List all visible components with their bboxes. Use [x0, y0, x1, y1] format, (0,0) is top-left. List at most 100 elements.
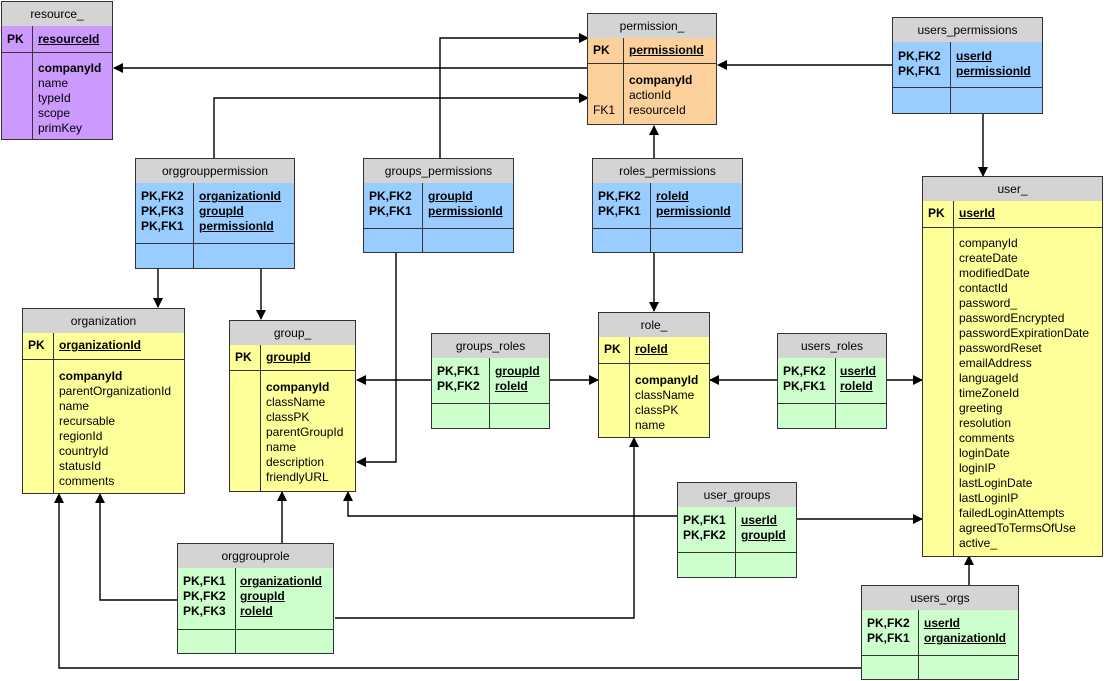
entity-title: user_groups — [678, 483, 796, 508]
entity-title: orggrouprole — [178, 544, 333, 569]
entity-body: PK,FK2 userId PK,FK1 roleId — [778, 358, 886, 428]
entity-body: PK resourceId companyId name typeId scop… — [2, 26, 112, 139]
connector-groups-permissions-permission — [439, 33, 589, 160]
field: active_ — [959, 536, 998, 550]
field: loginDate — [959, 446, 1010, 460]
entity-role: role_ PK roleId companyId className clas… — [598, 312, 710, 438]
entity-organization: organization PK organizationId companyId… — [22, 308, 185, 494]
field: contactId — [959, 281, 1008, 295]
key-label: PK,FK1 — [369, 204, 412, 218]
pk-label: PK — [928, 206, 945, 220]
field: comments — [959, 431, 1015, 445]
field: companyId — [59, 369, 123, 383]
field: agreedToTermsOfUse — [959, 521, 1076, 535]
key-label: PK,FK1 — [598, 204, 641, 218]
entity-title: user_ — [923, 177, 1102, 202]
field: timeZoneId — [959, 386, 1020, 400]
field: classPK — [635, 403, 679, 417]
connector-user-groups-group — [343, 491, 678, 517]
field: loginIP — [959, 461, 996, 475]
key-label: PK,FK2 — [141, 189, 184, 203]
pk-field: userId — [959, 206, 996, 220]
key-field: userId — [924, 616, 961, 630]
entity-title: users_roles — [778, 334, 886, 359]
key-label: PK,FK1 — [437, 364, 480, 378]
field: lastLoginDate — [959, 476, 1033, 490]
key-label: PK,FK1 — [783, 379, 826, 393]
field: passwordEncrypted — [959, 311, 1065, 325]
key-label: PK,FK2 — [898, 49, 941, 63]
key-label: PK,FK1 — [683, 513, 726, 527]
entity-body: PK groupId companyId className classPK p… — [230, 345, 355, 491]
field: companyId — [635, 373, 699, 387]
key-field: permissionId — [956, 64, 1031, 78]
field: primKey — [38, 121, 83, 135]
entity-body: PK organizationId companyId parentOrgani… — [23, 333, 184, 493]
field: createDate — [959, 251, 1018, 265]
key-label: PK,FK3 — [141, 204, 184, 218]
entity-title: role_ — [599, 313, 709, 338]
field: passwordReset — [959, 341, 1042, 355]
connector-users-orgs-organization — [54, 493, 862, 669]
key-label: PK,FK2 — [598, 189, 641, 203]
entity-title: permission_ — [588, 14, 716, 39]
field: parentGroupId — [266, 425, 344, 439]
entity-group: group_ PK groupId companyId className cl… — [229, 320, 356, 492]
key-field: userId — [840, 364, 877, 378]
field: emailAddress — [959, 356, 1032, 370]
field: comments — [59, 474, 115, 488]
entity-body: PK,FK2 groupId PK,FK1 permissionId — [364, 183, 513, 252]
key-field: userId — [956, 49, 993, 63]
key-label: PK,FK3 — [183, 604, 226, 618]
key-label: PK,FK2 — [369, 189, 412, 203]
key-field: organizationId — [199, 189, 281, 203]
entity-body: PK userId companyId createDate modifiedD… — [923, 201, 1102, 556]
pk-label: PK — [593, 43, 610, 57]
key-field: roleId — [240, 604, 273, 618]
key-field: organizationId — [924, 631, 1006, 645]
field: companyId — [266, 380, 330, 394]
key-label: PK,FK2 — [867, 616, 910, 630]
field: greeting — [959, 401, 1003, 415]
entity-body: PK,FK1 groupId PK,FK2 roleId — [432, 358, 549, 428]
field: parentOrganizationId — [59, 384, 172, 398]
entity-title: roles_permissions — [593, 159, 742, 184]
field: name — [59, 399, 90, 413]
field: companyId — [959, 236, 1018, 250]
field: modifiedDate — [959, 266, 1030, 280]
entity-orggrouppermission: orggrouppermission PK,FK2 organizationId… — [135, 158, 295, 269]
field: className — [635, 388, 695, 402]
pk-label: PK — [7, 32, 24, 46]
key-label: PK,FK1 — [183, 574, 226, 588]
entity-roles-permissions: roles_permissions PK,FK2 roleId PK,FK1 p… — [592, 158, 743, 253]
entity-title: users_permissions — [893, 18, 1042, 43]
field: passwordExpirationDate — [959, 326, 1090, 340]
entity-title: group_ — [230, 321, 355, 346]
entity-body: PK,FK1 organizationId PK,FK2 groupId PK,… — [178, 568, 333, 653]
key-field: groupId — [240, 589, 285, 603]
entity-permission: permission_ PK permissionId companyId ac… — [587, 13, 717, 125]
connector-orggrouprole-role — [335, 437, 639, 619]
entity-orggrouprole: orggrouprole PK,FK1 organizationId PK,FK… — [177, 543, 334, 654]
key-field: roleId — [495, 379, 528, 393]
field: recursable — [59, 414, 116, 428]
pk-field: organizationId — [59, 338, 141, 352]
entity-title: resource_ — [2, 2, 112, 27]
key-label: PK,FK1 — [898, 64, 941, 78]
key-label: PK,FK2 — [683, 528, 726, 542]
fk-label: FK1 — [593, 103, 616, 117]
pk-label: PK — [235, 350, 252, 364]
key-field: roleId — [656, 189, 689, 203]
field: classPK — [266, 410, 310, 424]
key-label: PK,FK2 — [783, 364, 826, 378]
key-label: PK,FK2 — [437, 379, 480, 393]
field: password_ — [959, 296, 1018, 310]
entity-groups-permissions: groups_permissions PK,FK2 groupId PK,FK1… — [363, 158, 514, 253]
pk-field: groupId — [266, 350, 311, 364]
entity-body: PK,FK1 userId PK,FK2 groupId — [678, 507, 796, 577]
entity-body: PK roleId companyId className classPK na… — [599, 337, 709, 437]
field: failedLoginAttempts — [959, 506, 1065, 520]
field: companyId — [38, 61, 102, 75]
key-field: permissionId — [428, 204, 503, 218]
